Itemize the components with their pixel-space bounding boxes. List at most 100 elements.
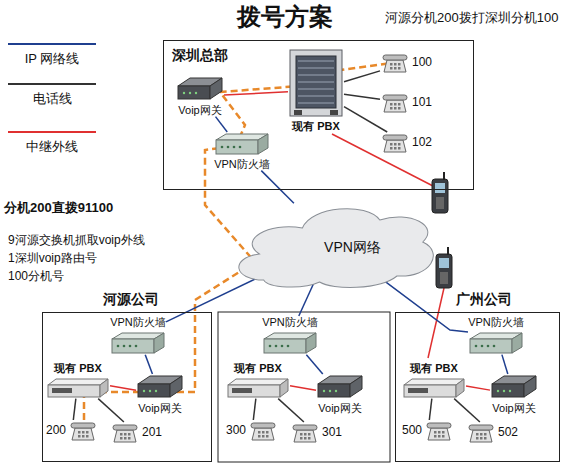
phone-icon bbox=[248, 420, 278, 442]
legend-line bbox=[6, 40, 98, 48]
office-box bbox=[218, 312, 390, 462]
extension-number: 301 bbox=[322, 426, 342, 440]
phone-icon bbox=[424, 420, 454, 442]
network-link bbox=[290, 386, 316, 390]
network-link bbox=[110, 386, 136, 390]
device-label: 现有 PBX bbox=[54, 362, 102, 375]
network-name: VPN网络 bbox=[324, 239, 381, 255]
mobile-phone bbox=[432, 172, 448, 213]
pbx-device: 现有 PBX bbox=[226, 362, 290, 399]
rack-icon bbox=[288, 48, 344, 118]
phone-icon bbox=[380, 52, 410, 74]
rack-device: 现有 PBX bbox=[288, 48, 344, 133]
network-link bbox=[502, 355, 508, 374]
fw-icon bbox=[262, 331, 318, 355]
network-link bbox=[145, 355, 152, 374]
network-link bbox=[344, 107, 387, 132]
extension-number: 300 bbox=[226, 424, 246, 438]
gw-device: Voip网关 bbox=[490, 374, 538, 415]
site-box: 河源公司VPN防火墙现有 PBXVoip网关200201 bbox=[42, 312, 212, 462]
network-link bbox=[253, 399, 256, 420]
note-text: 100分机号 bbox=[8, 269, 64, 283]
gw-icon bbox=[136, 374, 184, 400]
network-link bbox=[278, 399, 304, 422]
phone-icon bbox=[68, 420, 98, 442]
phone-icon bbox=[110, 422, 140, 444]
fw-device: VPN防火墙 bbox=[110, 316, 166, 355]
legend-item: 电话线 bbox=[4, 80, 100, 107]
pbx-device: 现有 PBX bbox=[402, 362, 466, 399]
phone-device: 102 bbox=[380, 132, 432, 154]
extension-number: 500 bbox=[402, 424, 422, 438]
network-link bbox=[306, 355, 322, 374]
network-link bbox=[216, 117, 228, 132]
device-label: VPN防火墙 bbox=[262, 316, 318, 329]
gw-device: Voip网关 bbox=[136, 374, 184, 415]
extension-number: 200 bbox=[46, 424, 66, 438]
network-link bbox=[73, 399, 76, 420]
site-name: 深圳总部 bbox=[172, 47, 228, 64]
network-link bbox=[261, 171, 294, 204]
phone-device: 300 bbox=[226, 420, 278, 442]
network-cloud: VPN网络 bbox=[225, 192, 440, 292]
fw-device: VPN防火墙 bbox=[262, 316, 318, 355]
device-label: Voip网关 bbox=[318, 402, 361, 415]
legend-text: 电话线 bbox=[33, 92, 72, 107]
gw-icon bbox=[176, 76, 224, 102]
network-link bbox=[344, 94, 380, 99]
device-label: VPN防火墙 bbox=[214, 158, 270, 171]
network-link bbox=[299, 283, 314, 316]
network-link bbox=[344, 71, 380, 82]
legend-line bbox=[6, 128, 98, 136]
site-box: 广州公司VPN防火墙现有 PBXVoip网关500502 bbox=[395, 312, 560, 462]
device-label: VPN防火墙 bbox=[110, 316, 166, 329]
phone-device: 301 bbox=[290, 422, 342, 444]
network-link bbox=[429, 399, 432, 420]
site-name: 广州公司 bbox=[456, 291, 512, 308]
phone-icon bbox=[380, 92, 410, 114]
extension-number: 102 bbox=[412, 136, 432, 150]
phone-device: 500 bbox=[402, 420, 454, 442]
network-link bbox=[166, 273, 267, 321]
phone-device: 201 bbox=[110, 422, 162, 444]
site-box: 深圳总部 Voip网关现有 PBX VPN防火墙 100 101 102 bbox=[163, 40, 474, 190]
pbx-icon bbox=[226, 377, 290, 399]
legend-item: 中继外线 bbox=[4, 128, 100, 155]
gw-icon bbox=[490, 374, 538, 400]
note-text: 1深圳voip路由号 bbox=[8, 251, 97, 265]
fw-icon bbox=[110, 331, 166, 355]
device-label: 现有 PBX bbox=[410, 362, 458, 375]
phone-icon bbox=[466, 422, 496, 444]
device-label: 现有 PBX bbox=[292, 120, 340, 133]
fw-device: VPN防火墙 bbox=[468, 316, 524, 355]
legend-item: IP 网络线 bbox=[4, 40, 100, 67]
device-label: Voip网关 bbox=[138, 402, 181, 415]
network-link bbox=[98, 399, 124, 422]
note-text: 9河源交换机抓取voip外线 bbox=[8, 233, 145, 247]
extension-number: 502 bbox=[498, 426, 518, 440]
extension-number: 201 bbox=[142, 426, 162, 440]
device-label: Voip网关 bbox=[178, 104, 221, 117]
gw-icon bbox=[316, 374, 364, 400]
device-label: Voip网关 bbox=[492, 402, 535, 415]
phone-device: 502 bbox=[466, 422, 518, 444]
fw-device: VPN防火墙 bbox=[214, 132, 270, 171]
phone-icon bbox=[380, 132, 410, 154]
site-name: 河源公司 bbox=[103, 291, 159, 308]
trunk-line bbox=[332, 134, 433, 186]
gw-device: Voip网关 bbox=[316, 374, 364, 415]
extension-number: 100 bbox=[412, 56, 432, 70]
phone-device: 100 bbox=[380, 52, 432, 74]
network-link bbox=[224, 92, 288, 95]
legend-text: IP 网络线 bbox=[25, 52, 80, 67]
extension-number: 101 bbox=[412, 96, 432, 110]
gw-device: Voip网关 bbox=[176, 76, 224, 117]
pbx-icon bbox=[46, 377, 110, 399]
note-text: 分机200直拨91100 bbox=[4, 200, 113, 216]
pbx-device: 现有 PBX bbox=[46, 362, 110, 399]
legend-line bbox=[6, 80, 98, 88]
fw-icon bbox=[214, 132, 270, 156]
pbx-icon bbox=[402, 377, 466, 399]
phone-device: 101 bbox=[380, 92, 432, 114]
fw-icon bbox=[468, 331, 524, 355]
